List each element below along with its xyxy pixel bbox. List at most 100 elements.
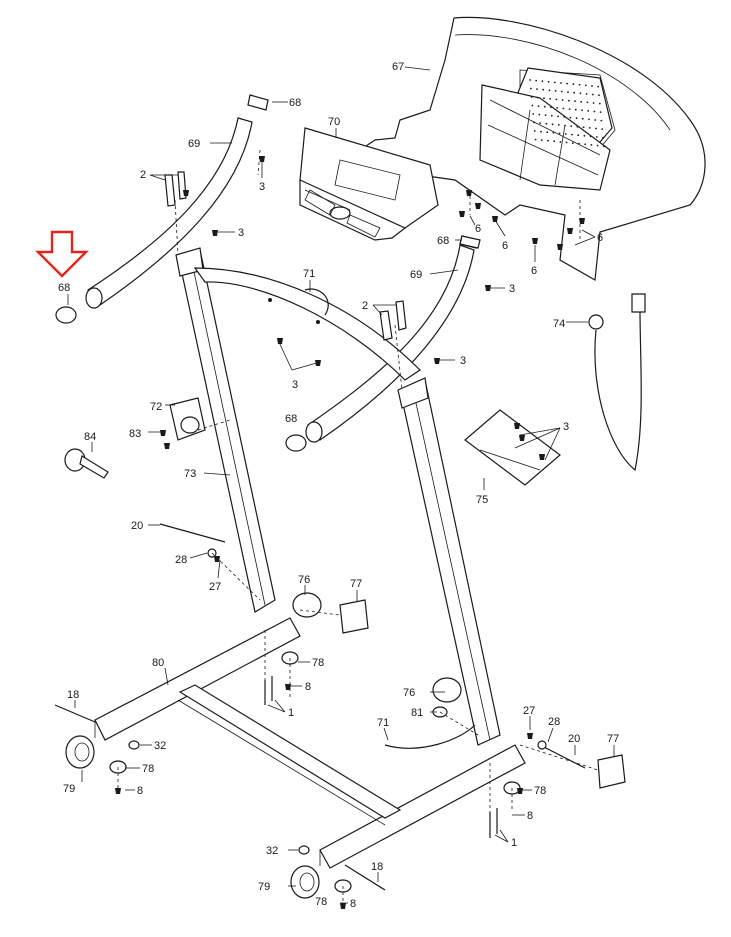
label-69: 69 [410, 269, 422, 281]
grille-dot [530, 96, 533, 98]
label-3: 3 [238, 227, 244, 239]
grille-dot [532, 113, 535, 115]
grille-dot [575, 117, 578, 120]
label-70: 70 [328, 116, 340, 128]
grille-dot [540, 139, 543, 142]
grille-dot [565, 141, 568, 144]
alignment-lines [117, 149, 599, 905]
grille-dot [552, 131, 555, 134]
leader-lines [67, 66, 615, 904]
label-2: 2 [362, 300, 368, 312]
grille-dot [554, 90, 557, 92]
grille-dot [574, 100, 576, 103]
grille-dot [564, 124, 566, 127]
label-68: 68 [437, 235, 449, 247]
label-18: 18 [67, 689, 79, 701]
grille-dot [529, 87, 532, 90]
grille-dot [545, 122, 548, 125]
grille-dot [582, 126, 585, 129]
grille-dot [571, 133, 573, 136]
screw-icon [492, 216, 498, 222]
grille-dot [571, 142, 574, 145]
grille-dot [589, 135, 592, 138]
label-78: 78 [315, 896, 327, 908]
label-1: 1 [288, 707, 294, 719]
grille-dot [544, 114, 547, 117]
grille-dot [584, 143, 587, 146]
screw-icon [514, 423, 520, 429]
label-3: 3 [292, 379, 298, 391]
grille-dot [541, 80, 544, 83]
screw-icon [539, 454, 545, 460]
label-3: 3 [259, 181, 265, 193]
label-27: 27 [209, 581, 221, 593]
label-84: 84 [84, 431, 96, 443]
grille-dot [586, 101, 589, 104]
grille-dot [588, 118, 590, 121]
screw-icon [557, 244, 563, 250]
label-72: 72 [150, 401, 162, 413]
screw-icon [519, 435, 525, 441]
label-78: 78 [534, 785, 546, 797]
grille-dot [579, 92, 582, 95]
grille-dot [587, 110, 590, 112]
label-8: 8 [305, 681, 311, 693]
label-78: 78 [142, 763, 154, 775]
grille-dot [583, 134, 586, 137]
label-28: 28 [175, 554, 187, 566]
grille-dot [572, 83, 575, 86]
small-screws [115, 156, 585, 909]
upper-crossbar [193, 267, 421, 381]
grille-dot [553, 81, 556, 84]
grille-dot [557, 124, 560, 126]
grille-dot [551, 123, 554, 126]
label-68: 68 [289, 97, 301, 109]
grille-dot [569, 116, 572, 119]
label-32: 32 [154, 740, 166, 752]
label-77: 77 [350, 578, 362, 590]
grille-dot [537, 105, 540, 107]
console-panel [299, 127, 439, 241]
screw-icon [164, 443, 170, 449]
grille-dot [531, 104, 534, 107]
grille-dot [585, 93, 588, 95]
grille-dot [593, 110, 596, 113]
label-3: 3 [563, 421, 569, 433]
grille-dot [577, 134, 580, 137]
part-labels: 68 68 68 68 69 69 67 70 2 2 3 3 3 3 3 3 … [58, 61, 619, 910]
right-upright [397, 377, 501, 746]
label-77: 77 [607, 733, 619, 745]
grille-dot [558, 132, 561, 135]
right-handrail [305, 235, 479, 443]
label-71: 71 [377, 717, 389, 729]
screw-icon [532, 238, 538, 244]
label-78: 78 [312, 657, 324, 669]
label-8: 8 [350, 898, 356, 910]
label-75: 75 [476, 494, 488, 506]
grille-dot [564, 133, 567, 135]
grille-dot [547, 139, 549, 142]
label-20: 20 [131, 520, 143, 532]
grille-dot [543, 97, 545, 100]
grille-dot [598, 102, 601, 105]
label-8: 8 [137, 785, 143, 797]
grille-dot [595, 136, 598, 138]
grille-dot [588, 127, 591, 129]
screw-icon [527, 733, 533, 739]
grille-dot [535, 79, 538, 82]
console-grille-dots [529, 79, 605, 148]
grille-dot [539, 122, 542, 124]
grille-dot [594, 119, 597, 121]
grille-dot [559, 141, 562, 143]
grille-dot [568, 108, 571, 110]
label-6: 6 [531, 265, 537, 277]
label-79: 79 [63, 783, 75, 795]
screw-icon [459, 211, 465, 217]
screw-icon [183, 190, 189, 196]
screw-icon [475, 203, 481, 209]
label-20: 20 [568, 733, 580, 745]
label-69: 69 [188, 138, 200, 150]
screw-icon [160, 430, 166, 436]
screw-icon [340, 903, 346, 909]
screw-icon [579, 218, 585, 224]
